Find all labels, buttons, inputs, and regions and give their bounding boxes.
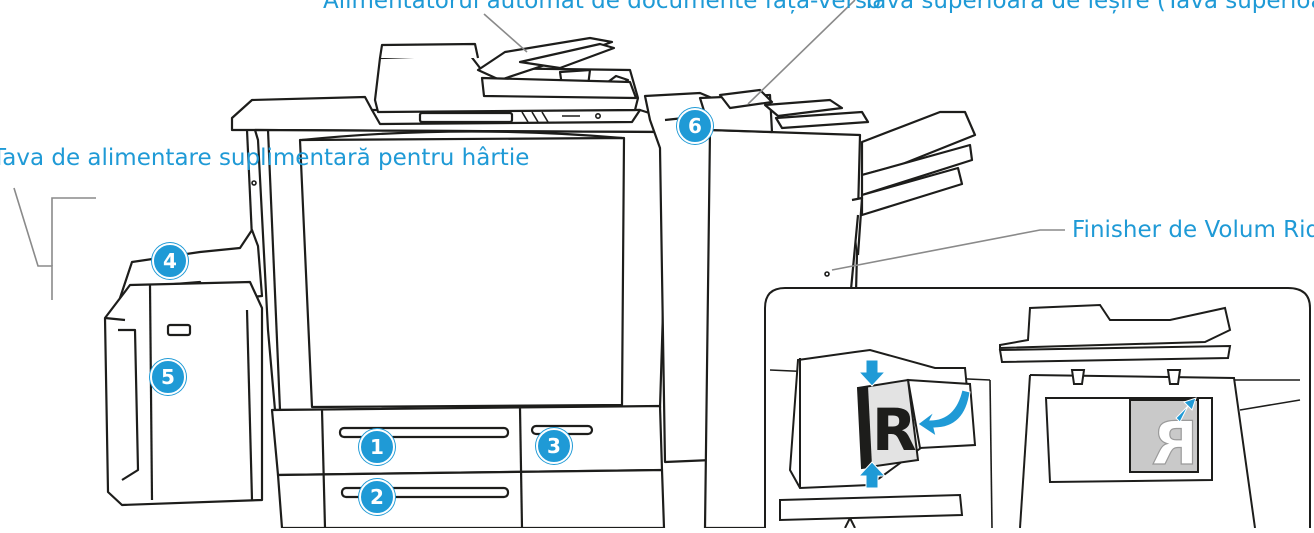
inset-original-glyph: R [872,396,917,464]
callout-finisher: Finisher de Volum Ridicat [1072,219,1314,242]
callout-top-output-tray: Tava superioară de ieșire (Tava superioa… [862,0,1314,13]
callout-bypass-tray: Tava de alimentare suplimentară pentru h… [0,147,529,170]
tray-1-badge: 1 [359,429,395,465]
callout-document-feeder: Alimentatorul automat de documente față-… [323,0,881,13]
tray-2-drawer [278,470,664,528]
tray-4-badge: 4 [152,243,188,279]
tray-3-badge: 3 [536,428,572,464]
tray-5-badge: 5 [150,359,186,395]
tray-1-drawer [272,406,662,475]
loading-inset [765,288,1310,528]
tray-6-badge: 6 [677,108,713,144]
tray-2-badge: 2 [359,479,395,515]
front-door [300,138,624,407]
inset-mirrored-glyph: R [1152,409,1198,479]
